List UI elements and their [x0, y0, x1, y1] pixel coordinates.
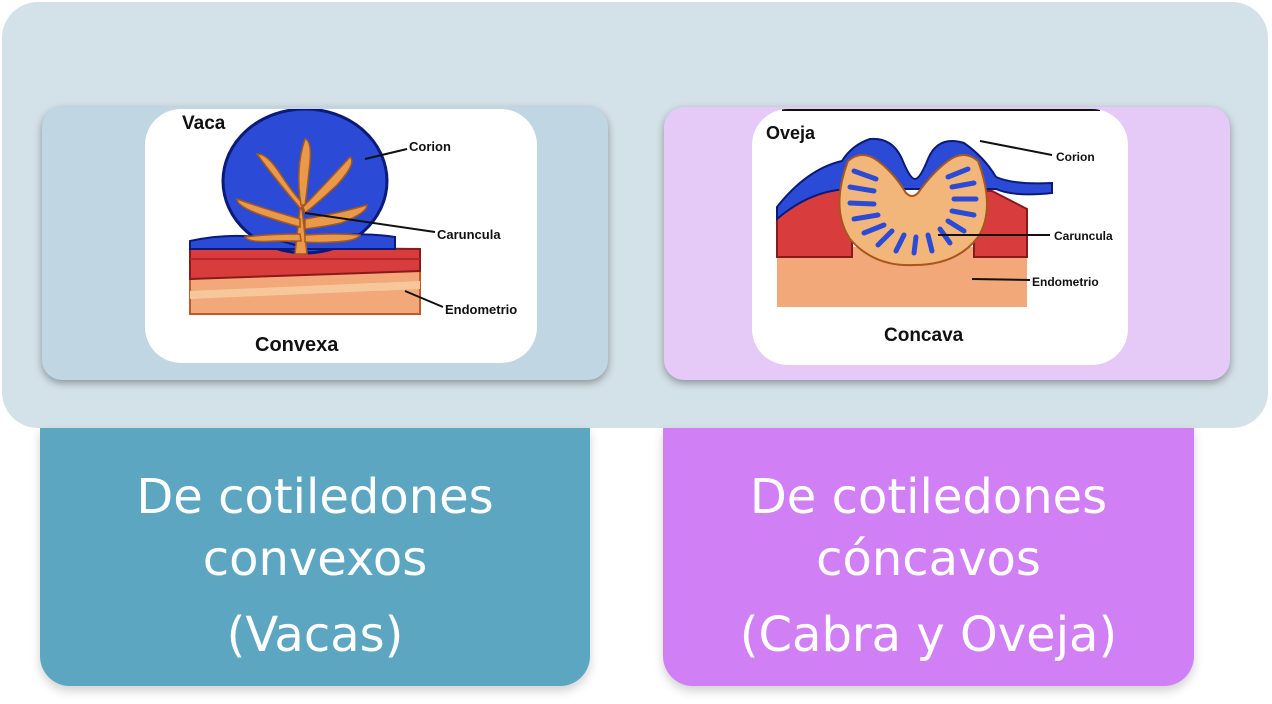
animal-label: Vaca	[182, 113, 226, 134]
diagram-caption: Concava	[884, 325, 964, 346]
sheep-placenta-diagram: Oveja Corion Caruncula Endometrio Concav…	[752, 109, 1128, 365]
concave-subtitle: (Cabra y Oveja)	[739, 607, 1118, 663]
corion-shape	[776, 137, 1053, 222]
convex-cotyledon-card: De cotiledones convexos (Vacas)	[40, 428, 590, 686]
endometrio-layer	[777, 247, 1027, 307]
corion-label: Corion	[409, 139, 451, 154]
convex-title: De cotiledones convexos	[136, 469, 494, 587]
caruncula-tree	[236, 138, 368, 255]
diagram-caption: Convexa	[255, 334, 339, 356]
caruncula-label: Caruncula	[437, 227, 501, 242]
cow-placenta-diagram: Vaca Corion Caruncula Endometrio Convexa	[145, 109, 537, 363]
concave-cotyledon-card: De cotiledones cóncavos (Cabra y Oveja)	[663, 428, 1194, 686]
endometrio-stripe	[190, 281, 420, 299]
concave-cotyledon-illustration: Oveja Corion Caruncula Endometrio Concav…	[766, 109, 1113, 346]
caruncula-label: Caruncula	[1054, 229, 1113, 243]
endometrio-label: Endometrio	[1032, 275, 1099, 289]
corion-label: Corion	[1056, 150, 1095, 164]
cow-diagram-card: Vaca Corion Caruncula Endometrio Convexa	[42, 107, 608, 380]
concave-title: De cotiledones cóncavos	[749, 469, 1108, 587]
caruncula-bowl	[838, 154, 988, 267]
animal-label: Oveja	[766, 123, 816, 143]
convex-cotyledon-illustration: Vaca Corion Caruncula Endometrio Convexa	[182, 109, 517, 356]
convex-subtitle: (Vacas)	[226, 607, 404, 663]
sheep-diagram-card: Oveja Corion Caruncula Endometrio Concav…	[664, 107, 1230, 380]
corion-villi	[847, 166, 979, 256]
endometrio-label: Endometrio	[445, 302, 517, 317]
